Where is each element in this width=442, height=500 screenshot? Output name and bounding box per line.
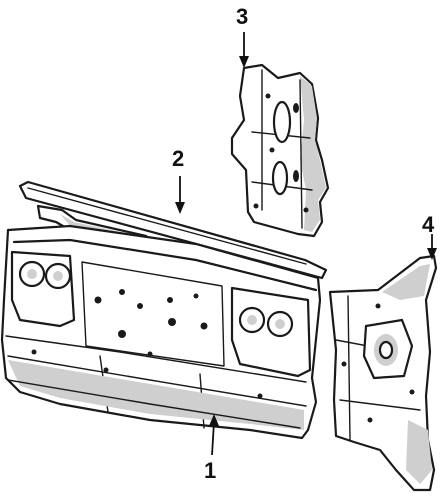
callout-4: 4 — [422, 212, 437, 260]
callout-1-leader — [211, 421, 215, 456]
callout-4-label: 4 — [422, 212, 435, 237]
part-1-rear-body-panel — [0, 224, 322, 440]
callout-2: 2 — [172, 146, 185, 214]
callout-1-label: 1 — [204, 458, 216, 483]
callout-2-label: 2 — [172, 146, 184, 171]
part-3-inner-panel — [230, 63, 330, 238]
part-4-quarter-extension — [328, 254, 438, 492]
callout-4-arrow — [427, 248, 437, 260]
callout-1-arrow — [209, 414, 219, 426]
callout-1: 1 — [204, 414, 219, 483]
callout-3: 3 — [236, 4, 249, 68]
callout-2-arrow — [175, 202, 185, 214]
callout-3-arrow — [239, 56, 249, 68]
callout-3-label: 3 — [236, 4, 248, 29]
